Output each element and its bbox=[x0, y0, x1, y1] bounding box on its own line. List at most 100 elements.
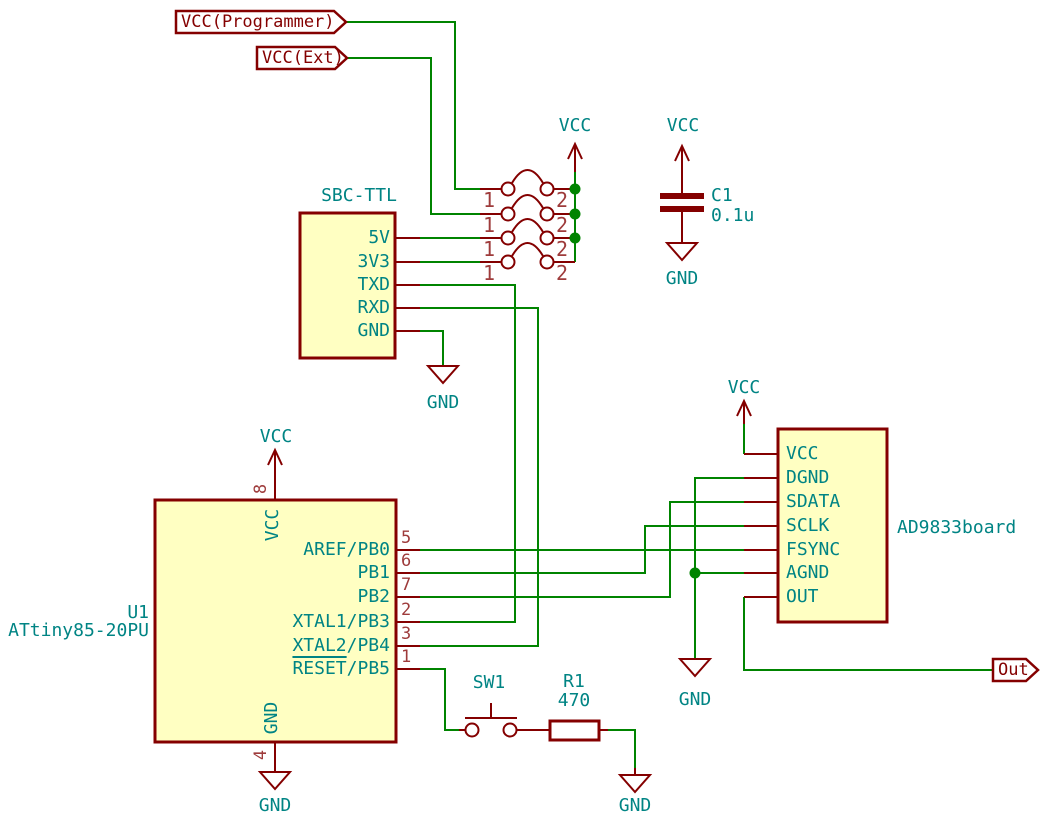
vcc-arrow-icon bbox=[736, 398, 752, 417]
u1-pin-pb2: PB2 bbox=[357, 586, 390, 607]
gnd-power-label: GND bbox=[665, 268, 699, 289]
sbc-pin-5v: 5V bbox=[368, 227, 390, 248]
jumper-arc bbox=[511, 242, 544, 257]
sw1-contact-circle bbox=[502, 722, 518, 738]
junction-dot bbox=[569, 208, 581, 220]
ad9833-pin-dgnd: DGND bbox=[786, 467, 830, 488]
pin-stubs bbox=[274, 146, 778, 775]
ad9833-pin-sclk: SCLK bbox=[786, 515, 830, 536]
out-label-outline bbox=[991, 657, 1040, 683]
wire-sbc-gnd bbox=[420, 330, 444, 365]
r1-ref: R1 bbox=[563, 671, 585, 692]
sbc-ttl-title: SBC-TTL bbox=[321, 185, 397, 206]
u1-pin-reset-pb5: RESET/PB5 bbox=[240, 659, 390, 679]
ad9833-pin-out: OUT bbox=[786, 586, 819, 607]
wire-vcc-programmer-to-jumper1 bbox=[346, 21, 480, 190]
wire-out bbox=[743, 597, 993, 671]
r1-stubs bbox=[599, 729, 636, 775]
u1-pin-number-6: 6 bbox=[401, 551, 412, 571]
out-label: Out bbox=[998, 660, 1029, 680]
jumper-pin-number: 1 bbox=[482, 261, 496, 285]
u1-pin-aref-pb0: AREF/PB0 bbox=[303, 539, 390, 560]
vcc-power-label: VCC bbox=[727, 377, 761, 398]
jumper-pin-circle bbox=[500, 230, 516, 246]
ad9833-pin-fsync: FSYNC bbox=[786, 539, 841, 560]
jumper-arc bbox=[511, 169, 544, 184]
junction-dots bbox=[569, 183, 701, 579]
ad9833-pin-agnd: AGND bbox=[786, 562, 830, 583]
vcc-arrow-icons bbox=[267, 141, 752, 466]
jumper-pin-circle bbox=[539, 206, 555, 222]
sbc-pin-3v3: 3V3 bbox=[357, 251, 390, 272]
u1-pin-number-4: 4 bbox=[251, 749, 271, 761]
ad9833-pin-sdata: SDATA bbox=[786, 491, 841, 512]
vcc-power-label: VCC bbox=[558, 115, 592, 136]
vcc-arrow-icon bbox=[674, 143, 690, 162]
c1-value: 0.1u bbox=[711, 205, 755, 226]
gnd-power-label: GND bbox=[618, 795, 652, 816]
jumper-pin-number: 2 bbox=[555, 213, 569, 237]
jumper-pin-number: 2 bbox=[555, 237, 569, 261]
ad9833-pin-vcc: VCC bbox=[786, 443, 819, 464]
c1-ref: C1 bbox=[711, 185, 733, 206]
u1-pin-xtal1-pb3: XTAL1/PB3 bbox=[292, 611, 390, 632]
gnd-symbol-icons bbox=[257, 242, 713, 794]
jumper-pin-number: 2 bbox=[555, 261, 569, 285]
junction-dot bbox=[569, 183, 581, 195]
sw1-contact-circle bbox=[464, 722, 480, 738]
vcc-programmer-label-outline bbox=[174, 9, 348, 35]
wire-pb2-to-sdata bbox=[420, 501, 744, 598]
r1-value: 470 bbox=[557, 690, 591, 711]
jumper-pin-number: 1 bbox=[482, 188, 496, 212]
sbc-pin-stubs bbox=[395, 237, 420, 332]
junction-dot bbox=[689, 567, 701, 579]
gnd-symbol-icon bbox=[677, 658, 713, 678]
vcc-arrow-icon bbox=[567, 141, 583, 160]
vcc-programmer-label: VCC(Programmer) bbox=[181, 12, 335, 32]
sbc-pin-gnd: GND bbox=[357, 320, 390, 341]
u1-pin-reset-rest: /PB5 bbox=[346, 658, 390, 679]
sw1-symbol bbox=[464, 703, 518, 738]
jumper-pin-circle bbox=[500, 181, 516, 197]
u1-pin-pb1: PB1 bbox=[357, 562, 390, 583]
wire-rxd-to-xtal2 bbox=[420, 307, 539, 647]
sbc-pin-rxd: RXD bbox=[357, 297, 390, 318]
vcc-ext-label: VCC(Ext) bbox=[262, 48, 344, 68]
gnd-symbol-icon bbox=[617, 774, 653, 794]
u1-pin-xtal2-pb4: XTAL2/PB4 bbox=[292, 635, 390, 656]
jumper-arc bbox=[511, 218, 544, 233]
vcc-power-label: VCC bbox=[666, 115, 700, 136]
r1-body bbox=[548, 719, 601, 742]
jumper-left-stubs bbox=[480, 188, 502, 263]
u1-pin-number-5: 5 bbox=[401, 528, 412, 548]
jumper-pin-circle bbox=[500, 206, 516, 222]
sbc-pin-txd: TXD bbox=[357, 274, 390, 295]
u1-pin-number-3: 3 bbox=[401, 624, 412, 644]
wire-vcc-ext-to-jumper2 bbox=[346, 57, 480, 215]
wire-dgnd-down bbox=[694, 477, 744, 658]
jumper-pin-number: 1 bbox=[482, 213, 496, 237]
wires bbox=[346, 21, 993, 770]
gnd-power-label: GND bbox=[678, 689, 712, 710]
vcc-power-label: VCC bbox=[259, 426, 293, 447]
u1-pin-number-1: 1 bbox=[401, 647, 412, 667]
gnd-power-label: GND bbox=[426, 392, 460, 413]
jumper-pin-circle bbox=[539, 254, 555, 270]
jumper-pin-circle bbox=[539, 181, 555, 197]
gnd-symbol-icon bbox=[425, 365, 461, 385]
wire-r1-to-gnd bbox=[608, 729, 636, 770]
ad9833-stubs bbox=[744, 453, 778, 598]
jumper-pin-number: 2 bbox=[555, 188, 569, 212]
ad9833-title: AD9833board bbox=[897, 517, 1017, 538]
gnd-symbol-icon bbox=[257, 771, 293, 791]
wire-txd-to-xtal1 bbox=[420, 284, 516, 623]
c1-plates bbox=[660, 193, 704, 212]
junction-dot bbox=[569, 232, 581, 244]
u1-pin-number-8: 8 bbox=[251, 483, 271, 495]
gnd-power-label: GND bbox=[258, 795, 292, 816]
u1-right-stubs bbox=[396, 549, 420, 670]
u1-pin-number-2: 2 bbox=[401, 600, 412, 620]
wire-reset-to-sw1 bbox=[420, 668, 459, 731]
ad9833-body bbox=[776, 427, 889, 624]
